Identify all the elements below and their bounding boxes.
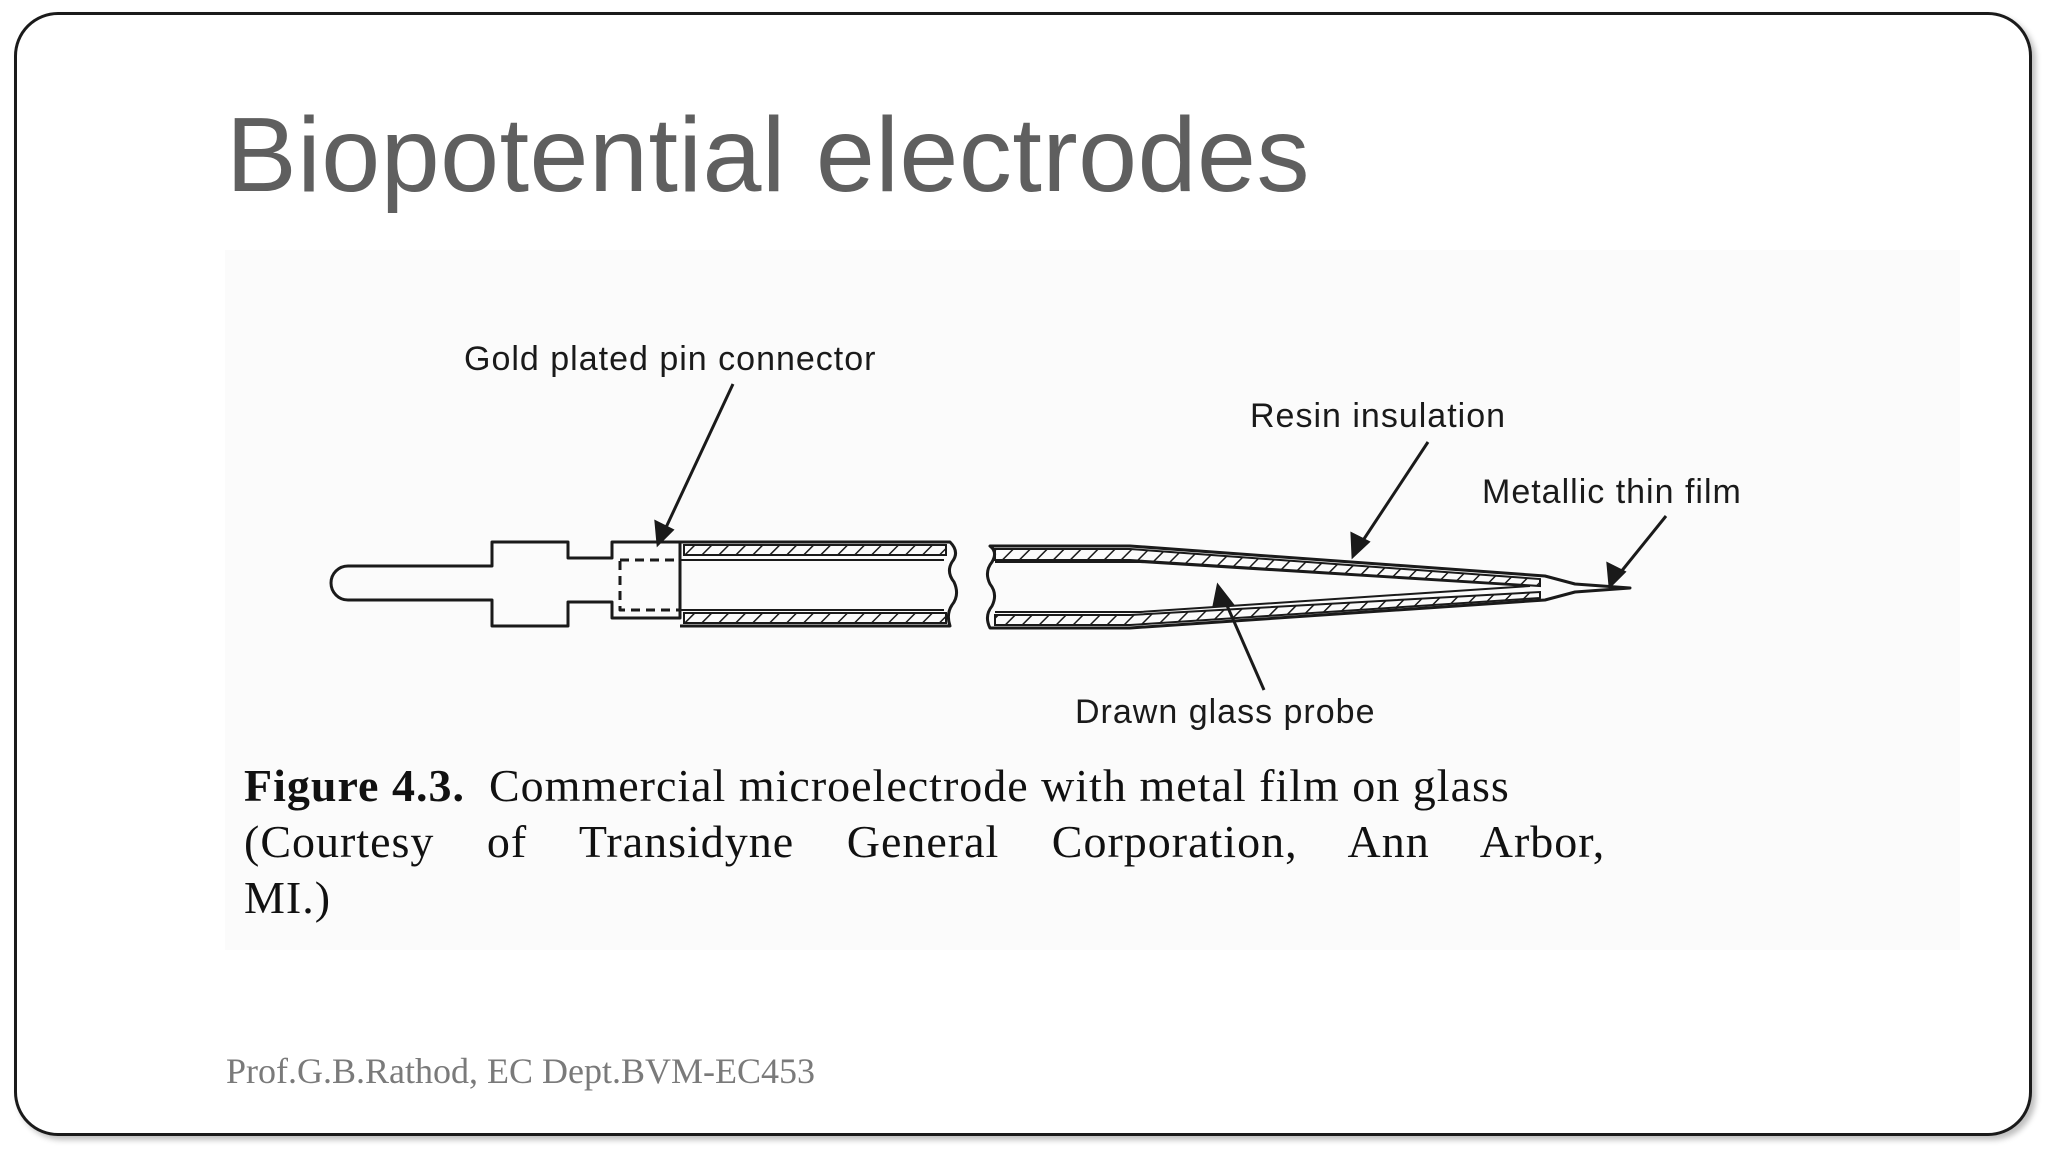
figure-number: Figure 4.3.: [244, 760, 465, 811]
figure-area: [225, 250, 1960, 950]
label-metallic-film: Metallic thin film: [1482, 473, 1742, 511]
caption-line-1: Commercial microelectrode with metal fil…: [488, 760, 1510, 811]
label-pin-connector: Gold plated pin connector: [464, 340, 876, 378]
figure-caption: Figure 4.3. Commercial microelectrode wit…: [244, 758, 1944, 926]
label-resin-insulation: Resin insulation: [1250, 397, 1506, 435]
label-glass-probe: Drawn glass probe: [1075, 693, 1375, 731]
leader-film: [1614, 515, 1668, 579]
connector-socket: [618, 558, 682, 612]
leader-pin: [660, 383, 735, 537]
slide-footer: Prof.G.B.Rathod, EC Dept.BVM-EC453: [226, 1051, 815, 1091]
leader-glass: [1220, 593, 1266, 691]
pin-connector-shape: [329, 540, 682, 628]
resin-hatching: [683, 544, 1541, 626]
caption-line-3: MI.): [244, 872, 332, 923]
slide-title: Biopotential electrodes: [226, 96, 1310, 214]
leader-resin: [1356, 441, 1430, 549]
caption-line-2: (Courtesy of Transidyne General Corporat…: [244, 816, 1606, 867]
tube-right-tapered: [985, 544, 1632, 630]
tube-left: [680, 540, 959, 628]
